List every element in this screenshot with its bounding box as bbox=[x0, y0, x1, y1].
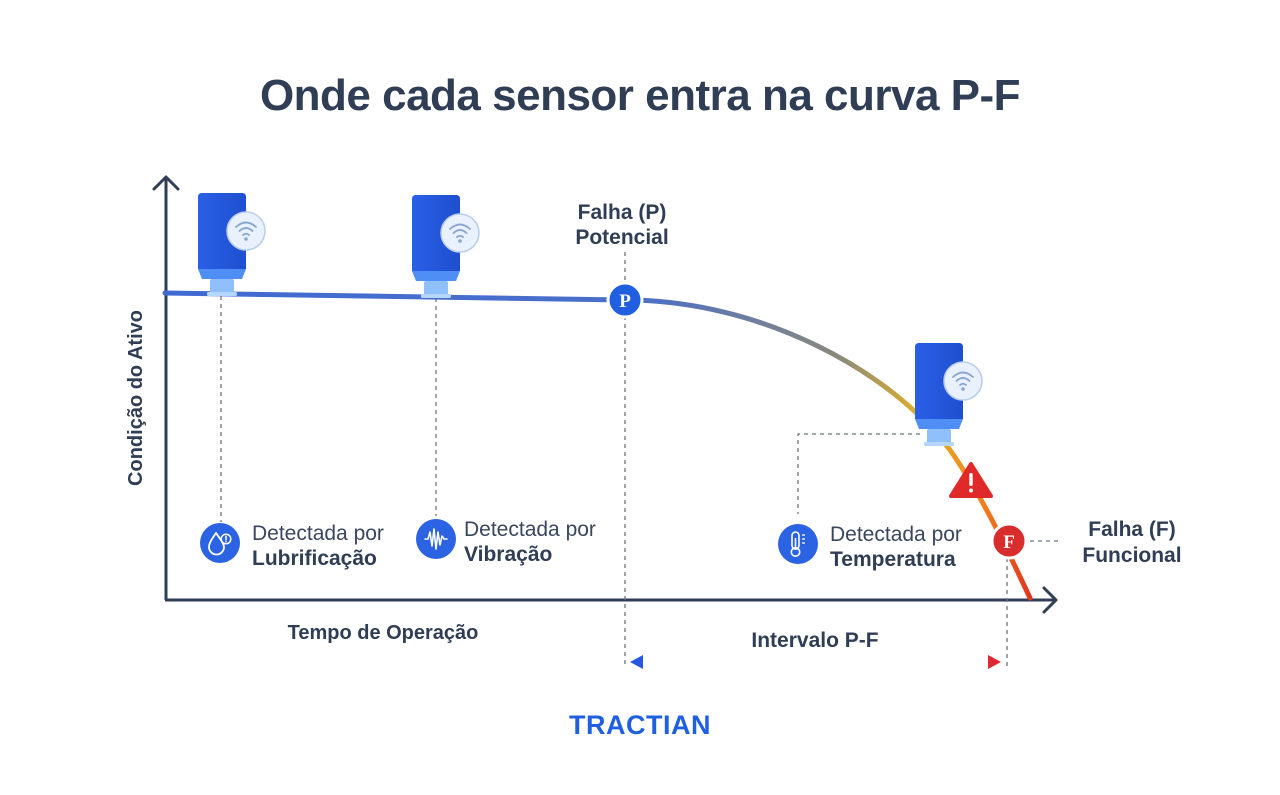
interval-arrow bbox=[630, 655, 1001, 669]
vibration-wave-icon bbox=[416, 519, 456, 559]
detection-prefix: Detectada por bbox=[830, 523, 962, 546]
f-badge: F bbox=[990, 522, 1028, 560]
p-badge: P bbox=[606, 281, 644, 319]
f-label-line1: Falha (F) bbox=[1088, 518, 1176, 541]
f-badge-letter: F bbox=[1003, 532, 1015, 553]
wireless-sensor-icon bbox=[914, 342, 983, 447]
oil-drop-icon bbox=[200, 523, 240, 563]
warning-triangle-icon bbox=[949, 462, 993, 498]
wireless-sensor-icon bbox=[197, 192, 266, 297]
detection-method: Temperatura bbox=[830, 548, 956, 571]
interval-label: Intervalo P-F bbox=[751, 629, 878, 652]
x-axis-label: Tempo de Operação bbox=[288, 622, 479, 644]
detection-temperature: Detectada por Temperatura bbox=[778, 523, 962, 571]
guide-lines bbox=[220, 252, 1062, 666]
axes bbox=[152, 175, 1058, 614]
p-badge-letter: P bbox=[619, 291, 631, 312]
detection-method: Vibração bbox=[464, 543, 552, 566]
detection-prefix: Detectada por bbox=[464, 518, 596, 541]
p-label-line2: Potencial bbox=[575, 226, 668, 249]
page-title: Onde cada sensor entra na curva P-F bbox=[260, 71, 1020, 120]
detection-vibration: Detectada por Vibração bbox=[416, 518, 596, 566]
detection-method: Lubrificação bbox=[252, 547, 377, 570]
detection-prefix: Detectada por bbox=[252, 522, 384, 545]
p-label-line1: Falha (P) bbox=[578, 201, 667, 224]
wireless-sensor-icon bbox=[411, 194, 480, 299]
detection-lubrication: Detectada por Lubrificação bbox=[200, 522, 384, 570]
thermometer-icon bbox=[778, 524, 818, 564]
f-label-line2: Funcional bbox=[1082, 544, 1181, 567]
brand-logo: TRACTIAN bbox=[569, 710, 711, 740]
y-axis-label: Condição do Ativo bbox=[125, 310, 147, 486]
